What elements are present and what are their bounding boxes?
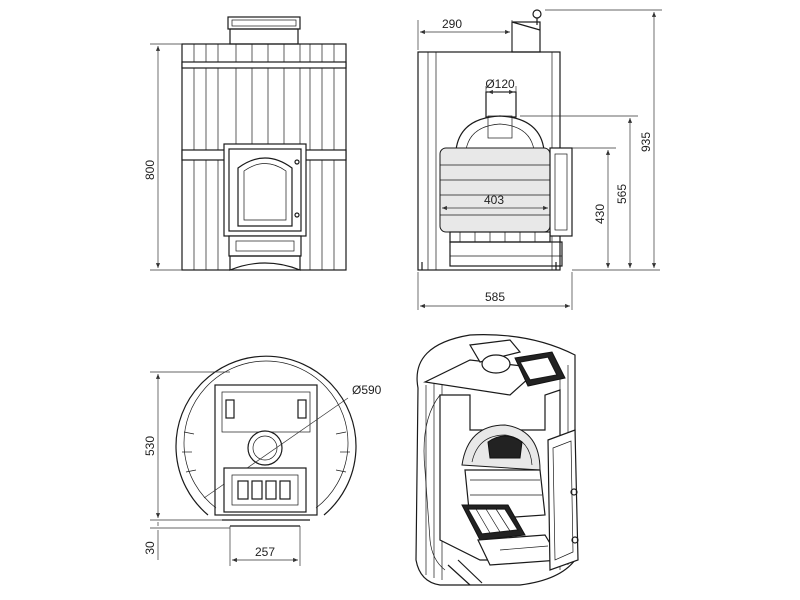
dim-side-depth: 585 xyxy=(485,290,505,304)
cutaway-isometric-view xyxy=(415,334,579,586)
dim-firebox-width: 403 xyxy=(484,193,504,207)
dim-side-height-430: 430 xyxy=(593,204,607,224)
dim-front-height: 800 xyxy=(143,160,157,180)
dim-top-depth: 530 xyxy=(143,436,157,456)
side-section-view: 290 Ø120 403 585 430 565 935 xyxy=(417,9,662,310)
dim-door-width: 257 xyxy=(255,545,275,559)
dim-top-offset: 30 xyxy=(143,541,157,555)
dim-side-top-width: 290 xyxy=(442,17,462,31)
dim-side-height-935: 935 xyxy=(639,132,653,152)
dim-flue-diameter: Ø120 xyxy=(485,77,515,91)
front-view: 800 xyxy=(143,16,347,271)
top-view: Ø590 530 30 257 xyxy=(143,355,382,566)
dim-top-diameter: Ø590 xyxy=(352,383,382,397)
dim-side-height-565: 565 xyxy=(615,184,629,204)
